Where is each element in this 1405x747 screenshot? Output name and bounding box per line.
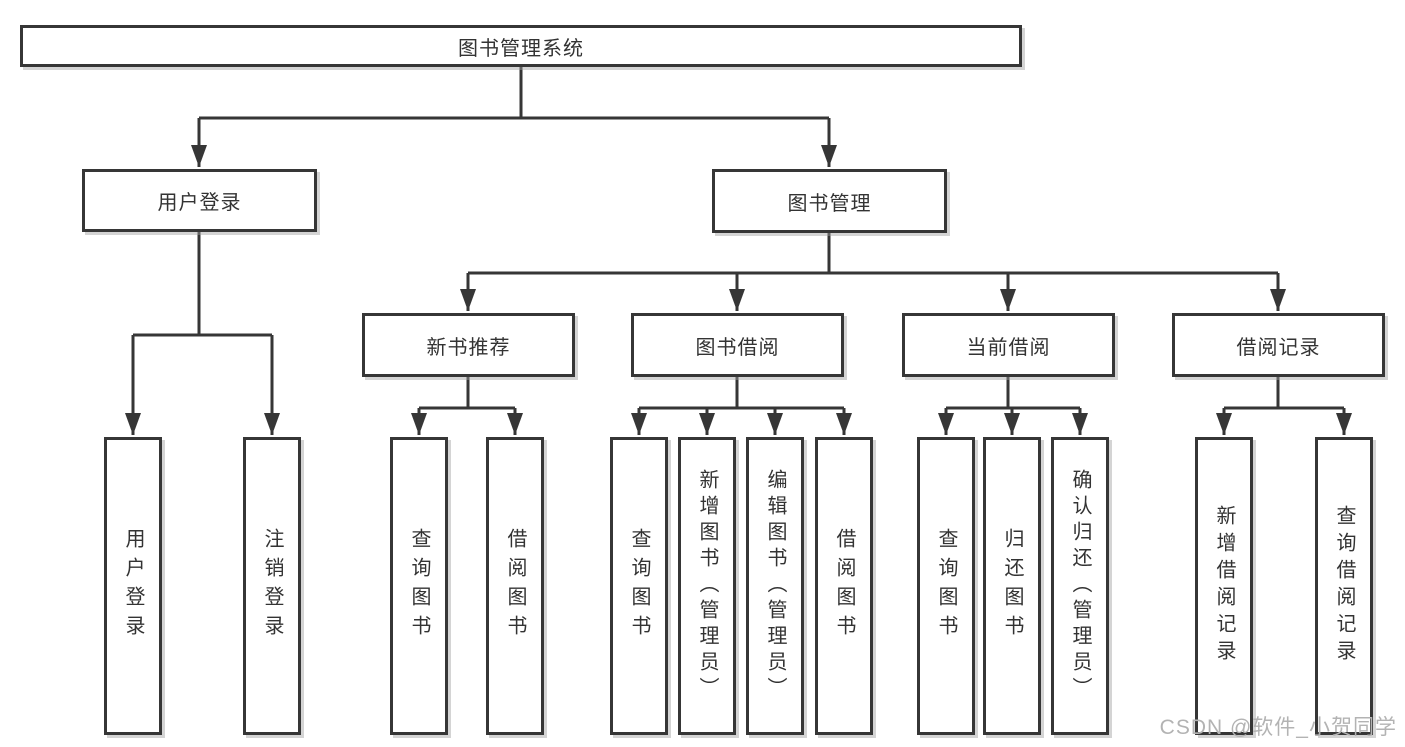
leaf-bb-add-books-admin: 新增图书（管理员） [678, 437, 736, 735]
leaf-br-query-record-label: 查询借阅记录 [1333, 505, 1355, 667]
leaf-cb-query-books: 查询图书 [917, 437, 975, 735]
node-user-login: 用户登录 [82, 169, 317, 232]
leaf-bb-query-books-label: 查询图书 [628, 528, 650, 644]
leaf-logout: 注销登录 [243, 437, 301, 735]
csdn-watermark: CSDN @软件_小贺同学 [1159, 716, 1397, 739]
node-current-borrowing-label: 当前借阅 [966, 336, 1051, 359]
leaf-user-login-label: 用户登录 [122, 528, 144, 644]
leaf-nbr-borrow-books: 借阅图书 [486, 437, 544, 735]
node-new-book-recommend: 新书推荐 [362, 313, 575, 377]
leaf-br-query-record: 查询借阅记录 [1315, 437, 1373, 735]
leaf-user-login: 用户登录 [104, 437, 162, 735]
leaf-bb-borrow-books: 借阅图书 [815, 437, 873, 735]
node-borrowing-records: 借阅记录 [1172, 313, 1385, 377]
leaf-nbr-borrow-books-label: 借阅图书 [504, 528, 526, 644]
leaf-bb-query-books: 查询图书 [610, 437, 668, 735]
node-new-book-recommend-label: 新书推荐 [426, 336, 511, 359]
leaf-bb-edit-books-admin: 编辑图书（管理员） [746, 437, 804, 735]
leaf-bb-add-books-admin-label: 新增图书（管理员） [696, 469, 718, 703]
leaf-cb-return-books: 归还图书 [983, 437, 1041, 735]
node-root: 图书管理系统 [20, 25, 1022, 67]
leaf-bb-edit-books-admin-label: 编辑图书（管理员） [764, 469, 786, 703]
node-book-borrowing-label: 图书借阅 [695, 336, 780, 359]
leaf-cb-confirm-return-admin-label: 确认归还（管理员） [1069, 469, 1091, 703]
node-current-borrowing: 当前借阅 [902, 313, 1115, 377]
node-book-management-label: 图书管理 [787, 192, 872, 215]
leaf-cb-return-books-label: 归还图书 [1001, 528, 1023, 644]
leaf-nbr-query-books: 查询图书 [390, 437, 448, 735]
leaf-nbr-query-books-label: 查询图书 [408, 528, 430, 644]
node-book-management: 图书管理 [712, 169, 947, 233]
node-book-borrowing: 图书借阅 [631, 313, 844, 377]
leaf-cb-query-books-label: 查询图书 [935, 528, 957, 644]
node-root-label: 图书管理系统 [458, 37, 584, 60]
leaf-br-add-record: 新增借阅记录 [1195, 437, 1253, 735]
leaf-cb-confirm-return-admin: 确认归还（管理员） [1051, 437, 1109, 735]
node-user-login-label: 用户登录 [157, 192, 242, 214]
leaf-br-add-record-label: 新增借阅记录 [1213, 505, 1235, 667]
leaf-logout-label: 注销登录 [261, 528, 283, 644]
leaf-bb-borrow-books-label: 借阅图书 [833, 528, 855, 644]
node-borrowing-records-label: 借阅记录 [1236, 336, 1321, 359]
